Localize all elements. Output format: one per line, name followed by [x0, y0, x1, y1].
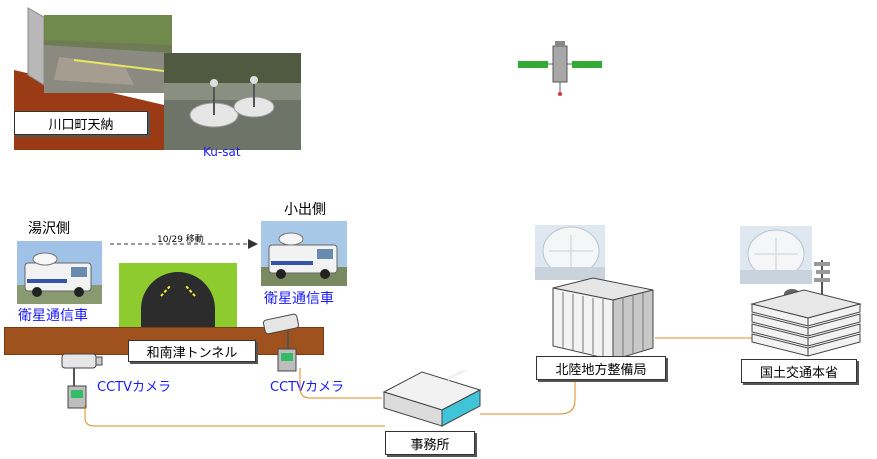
move-arrow: [110, 239, 258, 249]
sat-van-left-label: 衛星通信車: [18, 308, 88, 324]
tunnel-illustration: [119, 263, 237, 328]
cctv-left-label: CCTVカメラ: [97, 380, 171, 395]
mlit-label: 国土交通本省: [741, 359, 857, 383]
location-label-kawaguchi: 川口町天納: [14, 111, 148, 135]
move-note: 10/29 移動: [157, 235, 204, 245]
hokuriku-dish-photo: [535, 225, 605, 280]
damaged-road-illustration: [14, 7, 301, 150]
hokuriku-bureau-label: 北陸地方整備局: [536, 356, 666, 380]
sat-van-left-photo: [17, 241, 102, 304]
sat-van-right-label: 衛星通信車: [264, 291, 334, 307]
satellite-icon: [515, 38, 605, 98]
tunnel-label: 和南津トンネル: [128, 340, 256, 362]
office-building-icon: [548, 276, 658, 361]
mlit-dish-photo: [740, 226, 812, 284]
cctv-camera-icon: [258, 313, 303, 375]
office-label: 事務所: [385, 431, 475, 455]
ku-sat-label: Ku-sat: [203, 145, 241, 159]
oide-side-label: 小出側: [284, 202, 326, 218]
damaged-area-photo-group: [14, 5, 304, 150]
cctv-right-label: CCTVカメラ: [270, 380, 344, 395]
ministry-building-icon: [748, 256, 864, 360]
cctv-camera-icon: [60, 350, 105, 412]
office-server-icon: [382, 364, 482, 428]
yuzawa-side-label: 湯沢側: [28, 221, 70, 237]
sat-van-right-photo: [261, 221, 347, 286]
